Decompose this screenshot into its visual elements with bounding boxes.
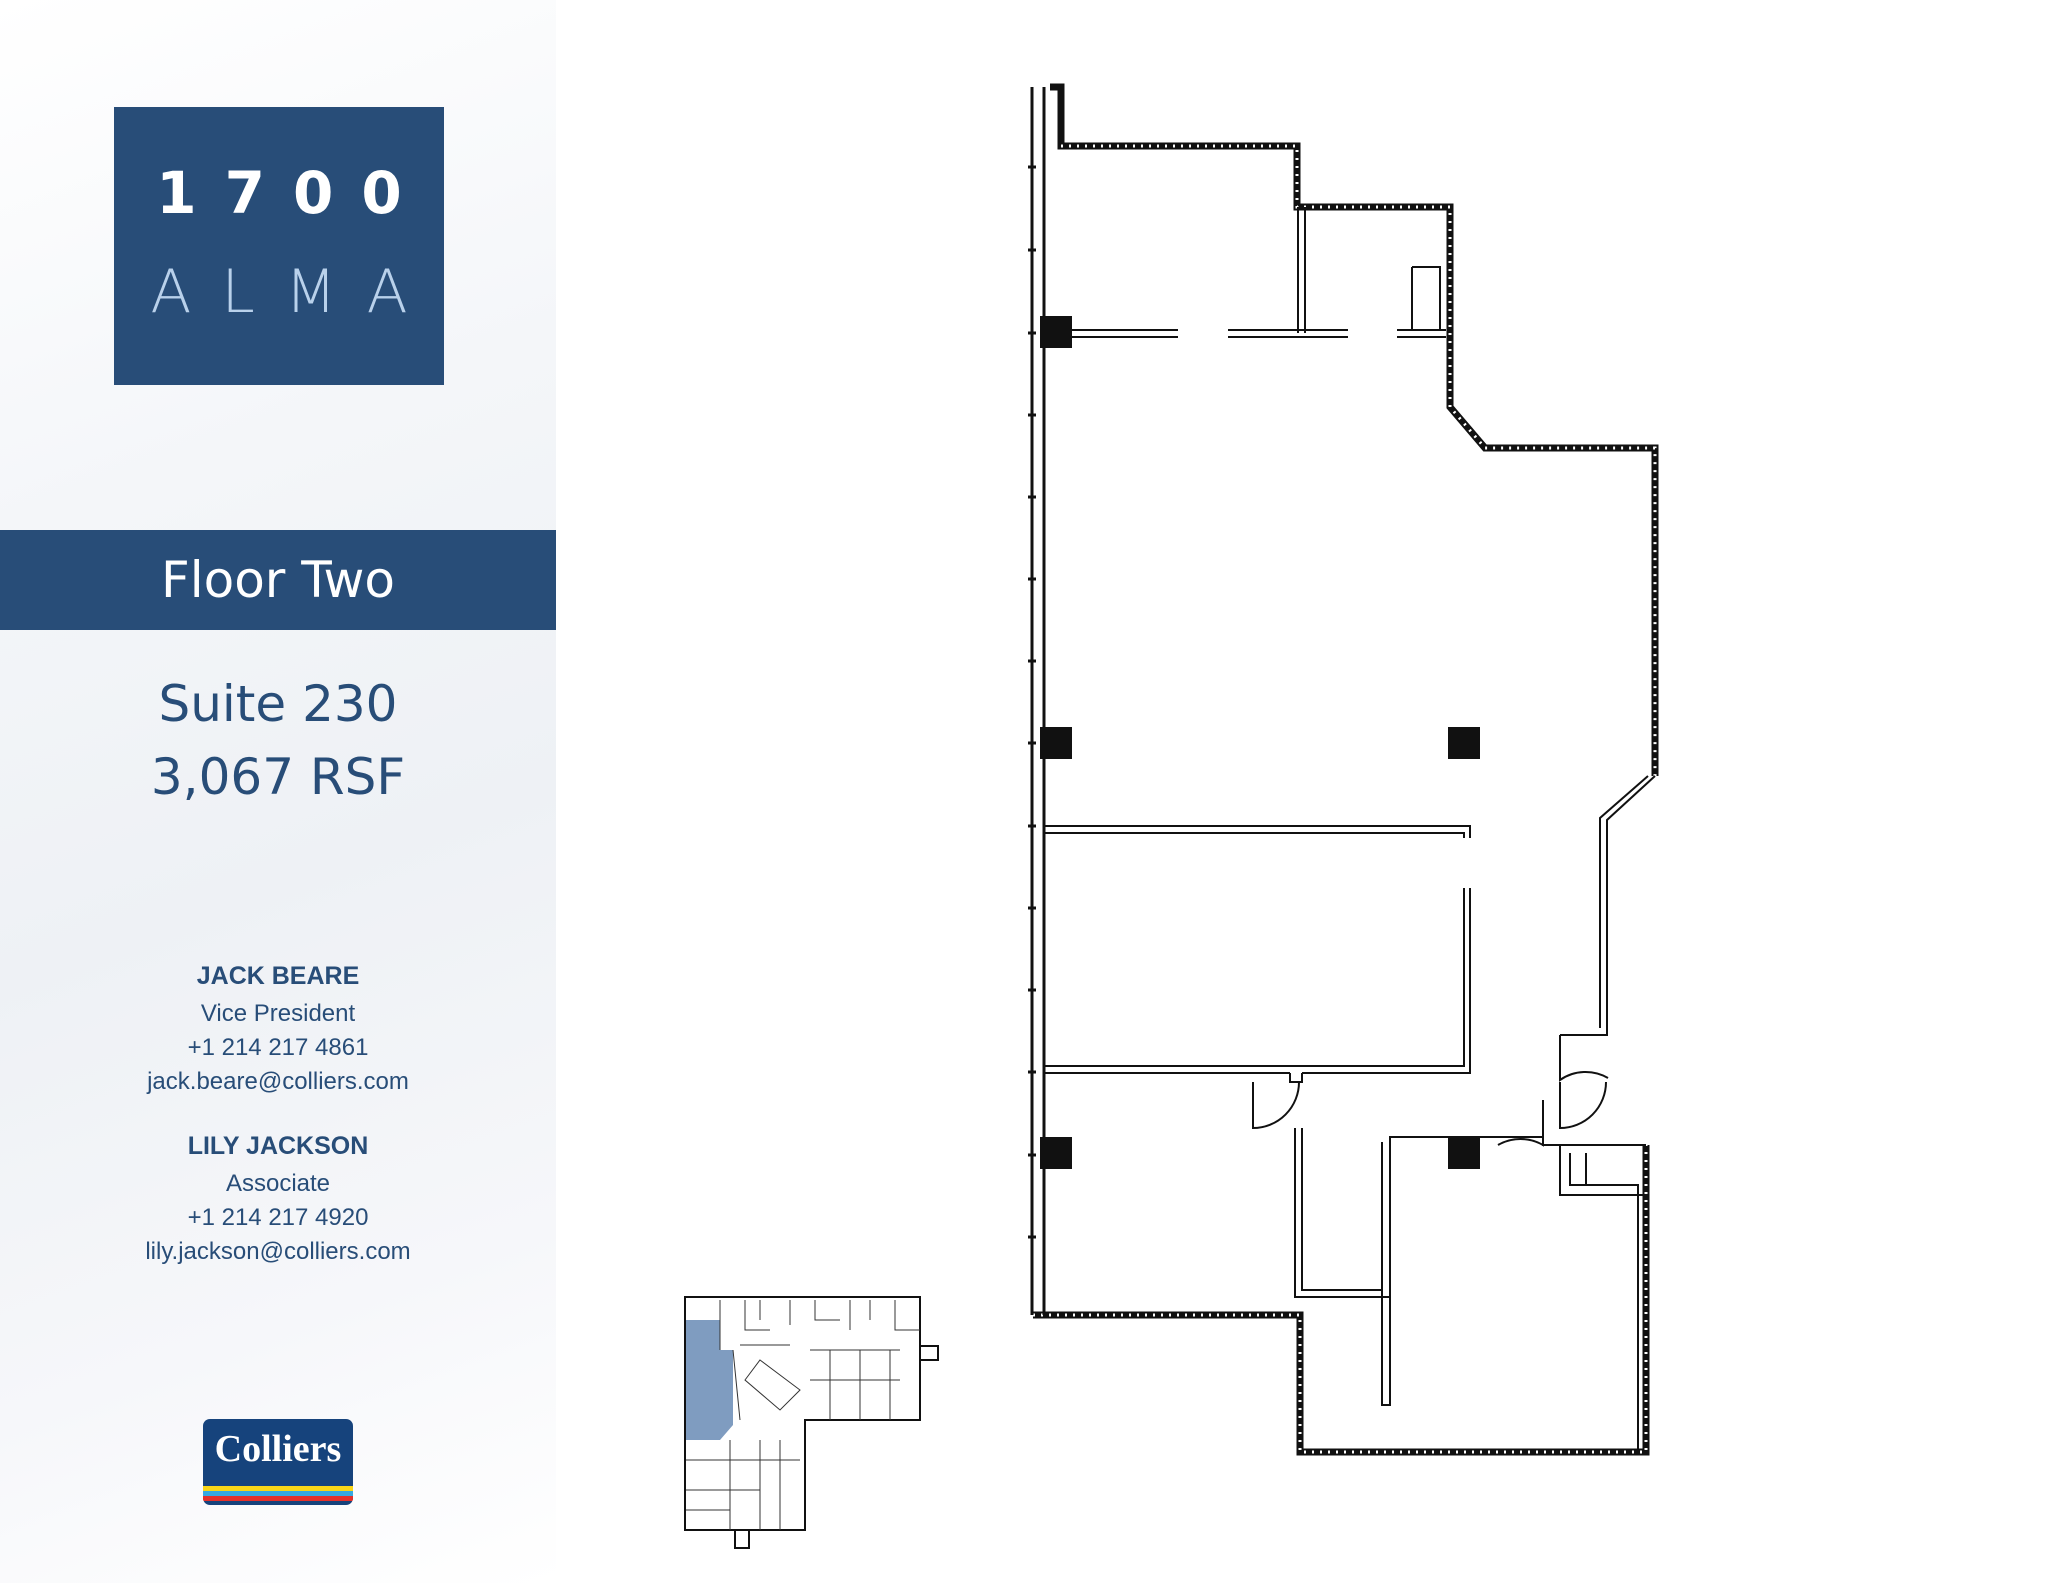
logo-stripe-red	[203, 1496, 353, 1501]
contact-email[interactable]: jack.beare@colliers.com	[147, 1068, 409, 1095]
contact-name: LILY JACKSON	[187, 1132, 369, 1160]
sidebar-panel: 1700 ALMA Floor Two Suite 230 3,067 RSF …	[0, 0, 556, 1583]
floor-label: Floor Two	[160, 551, 396, 609]
door-swings	[1252, 1035, 1609, 1147]
window-mullions	[1028, 165, 1036, 1239]
colliers-logo: Colliers	[203, 1419, 353, 1505]
structural-columns	[1040, 316, 1480, 1169]
colliers-wordmark: Colliers	[214, 1428, 342, 1470]
contact-phone[interactable]: +1 214 217 4861	[187, 1034, 369, 1061]
west-window-wall	[1030, 87, 1046, 1315]
key-plan-thumbnail	[684, 1296, 939, 1549]
building-number: 1700	[156, 159, 430, 227]
building-logo: 1700 ALMA	[114, 107, 444, 385]
highlighted-suite-area	[686, 1320, 733, 1440]
suite-name: Suite 230	[158, 675, 398, 733]
logo-stripe-blue	[203, 1491, 353, 1496]
exterior-wall-dots	[1033, 144, 1657, 1454]
contact-card: LILY JACKSON Associate +1 214 217 4920 l…	[0, 1132, 556, 1269]
contact-phone[interactable]: +1 214 217 4920	[187, 1204, 369, 1231]
interior-walls	[1044, 207, 1656, 1452]
contact-name: JACK BEARE	[196, 962, 360, 990]
contact-title: Vice President	[200, 1000, 356, 1027]
contact-card: JACK BEARE Vice President +1 214 217 486…	[0, 962, 556, 1099]
exterior-walls	[1033, 83, 1659, 1456]
suite-size: 3,067 RSF	[150, 748, 406, 806]
floor-banner: Floor Two	[0, 530, 556, 630]
contact-email[interactable]: lily.jackson@colliers.com	[145, 1238, 411, 1265]
building-name: ALMA	[150, 257, 438, 327]
logo-stripe-yellow	[203, 1486, 353, 1491]
contact-title: Associate	[225, 1170, 331, 1197]
